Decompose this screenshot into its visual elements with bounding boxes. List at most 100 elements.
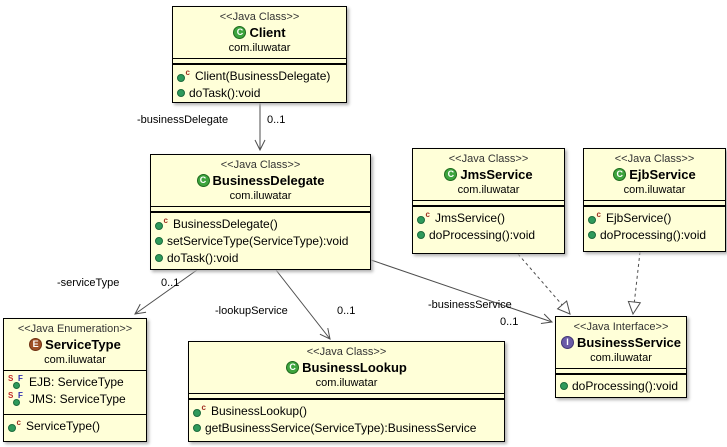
methods-compartment: c EjbService() doProcessing():void	[584, 206, 725, 251]
class-box-businesslookup[interactable]: <<Java Class>> C BusinessLookup com.iluw…	[188, 341, 505, 442]
class-name: Client	[249, 25, 286, 40]
member-text: doTask():void	[167, 251, 239, 265]
constructor-icon: c	[588, 210, 602, 225]
member-row[interactable]: doProcessing():void	[584, 226, 725, 243]
edge-multiplicity-servicetype[interactable]: 0..1	[161, 277, 180, 289]
member-text: doProcessing():void	[429, 228, 536, 242]
member-text: EJB: ServiceType	[29, 375, 124, 389]
edge-role-businessdelegate[interactable]: -businessDelegate	[137, 114, 229, 126]
constructor-icon: c	[155, 216, 169, 231]
stereotype-label: <<Java Class>>	[219, 11, 300, 23]
interface-box-businessservice[interactable]: <<Java Interface>> I BusinessService com…	[555, 316, 687, 398]
association-businessdelegate-servicetype[interactable]	[134, 269, 198, 315]
class-box-jmsservice[interactable]: <<Java Class>> C JmsService com.iluwatar…	[412, 148, 565, 254]
realization-jmsservice-businessservice[interactable]	[517, 253, 571, 315]
class-header: <<Java Enumeration>> E ServiceType com.i…	[4, 319, 146, 370]
edge-multiplicity-businessservice[interactable]: 0..1	[500, 316, 519, 328]
class-header: <<Java Class>> C BusinessLookup com.iluw…	[189, 342, 504, 393]
attributes-compartment	[584, 200, 725, 206]
attributes-compartment	[556, 368, 686, 374]
edge-role-lookupservice[interactable]: -lookupService	[215, 305, 288, 317]
edge-role-businessservice[interactable]: -businessService	[428, 299, 512, 311]
class-box-businessdelegate[interactable]: <<Java Class>> C BusinessDelegate com.il…	[150, 154, 371, 270]
class-name: JmsService	[460, 167, 533, 182]
methods-compartment: c BusinessDelegate() setServiceType(Serv…	[151, 212, 370, 269]
package-name: com.iluwatar	[229, 190, 292, 202]
methods-compartment: doProcessing():void	[556, 374, 686, 397]
class-name: BusinessLookup	[302, 360, 407, 375]
public-method-icon	[155, 237, 163, 245]
member-row[interactable]: setServiceType(ServiceType):void	[151, 232, 370, 249]
class-title-row: C BusinessDelegate	[151, 172, 370, 189]
package-name: com.iluwatar	[228, 42, 291, 54]
class-name: ServiceType	[45, 337, 121, 352]
package-name: com.iluwatar	[590, 352, 652, 364]
public-method-icon	[177, 89, 185, 97]
member-row[interactable]: c JmsService()	[413, 209, 564, 226]
attributes-compartment	[413, 200, 564, 206]
member-row[interactable]: doTask():void	[173, 84, 346, 101]
class-name: BusinessDelegate	[212, 173, 325, 188]
constructor-icon: c	[193, 403, 207, 418]
class-box-client[interactable]: <<Java Class>> C Client com.iluwatar c C…	[172, 6, 347, 103]
member-text: JMS: ServiceType	[29, 392, 126, 406]
package-name: com.iluwatar	[457, 184, 520, 196]
association-businessdelegate-businessservice[interactable]	[370, 259, 554, 324]
member-row[interactable]: c BusinessLookup()	[189, 402, 504, 419]
stereotype-label: <<Java Class>>	[220, 159, 301, 171]
member-row[interactable]: doProcessing():void	[413, 226, 564, 243]
constructor-icon: c	[417, 210, 431, 225]
class-icon: C	[286, 361, 300, 374]
class-box-ejbservice[interactable]: <<Java Class>> C EjbService com.iluwatar…	[583, 148, 726, 252]
member-row[interactable]: doProcessing():void	[556, 377, 686, 394]
association-businessdelegate-businesslookup[interactable]	[275, 269, 331, 340]
stereotype-label: <<Java Enumeration>>	[17, 323, 133, 335]
member-row[interactable]: c BusinessDelegate()	[151, 215, 370, 232]
member-text: JmsService()	[435, 211, 506, 225]
class-icon: C	[233, 26, 247, 39]
edge-multiplicity-businessdelegate[interactable]: 0..1	[267, 114, 286, 126]
class-icon: C	[613, 168, 627, 181]
class-icon: C	[444, 168, 458, 181]
class-title-row: C EjbService	[584, 166, 725, 183]
package-name: com.iluwatar	[623, 184, 686, 196]
member-row[interactable]: getBusinessService(ServiceType):Business…	[189, 419, 504, 436]
public-method-icon	[155, 254, 163, 262]
member-row[interactable]: c EjbService()	[584, 209, 725, 226]
class-title-row: I BusinessService	[556, 334, 686, 351]
public-method-icon	[560, 382, 568, 390]
stereotype-label: <<Java Class>>	[448, 153, 529, 165]
realization-ejbservice-businessservice[interactable]	[627, 251, 642, 316]
constructor-icon: c	[177, 68, 191, 83]
member-row[interactable]: c ServiceType()	[4, 417, 146, 434]
member-text: Client(BusinessDelegate)	[195, 69, 331, 83]
methods-compartment: c ServiceType()	[4, 414, 146, 441]
class-header: <<Java Class>> C Client com.iluwatar	[173, 7, 346, 58]
class-icon: C	[196, 174, 210, 187]
class-header: <<Java Interface>> I BusinessService com…	[556, 317, 686, 368]
methods-compartment: c BusinessLookup() getBusinessService(Se…	[189, 399, 504, 441]
public-method-icon	[193, 424, 201, 432]
attributes-compartment	[189, 393, 504, 399]
edge-role-servicetype[interactable]: -serviceType	[57, 277, 120, 289]
constructor-icon: c	[8, 418, 22, 433]
member-row[interactable]: doTask():void	[151, 249, 370, 266]
member-text: setServiceType(ServiceType):void	[167, 234, 349, 248]
class-header: <<Java Class>> C JmsService com.iluwatar	[413, 149, 564, 200]
member-row[interactable]: c Client(BusinessDelegate)	[173, 67, 346, 84]
class-header: <<Java Class>> C BusinessDelegate com.il…	[151, 155, 370, 206]
edge-multiplicity-lookupservice[interactable]: 0..1	[337, 305, 356, 317]
member-text: doProcessing():void	[572, 379, 679, 393]
enum-box-servicetype[interactable]: <<Java Enumeration>> E ServiceType com.i…	[3, 318, 147, 442]
class-title-row: E ServiceType	[4, 336, 146, 353]
class-name: EjbService	[629, 167, 696, 182]
stereotype-label: <<Java Class>>	[306, 346, 387, 358]
attributes-compartment	[173, 58, 346, 64]
package-name: com.iluwatar	[315, 377, 378, 389]
class-name: BusinessService	[576, 335, 682, 350]
